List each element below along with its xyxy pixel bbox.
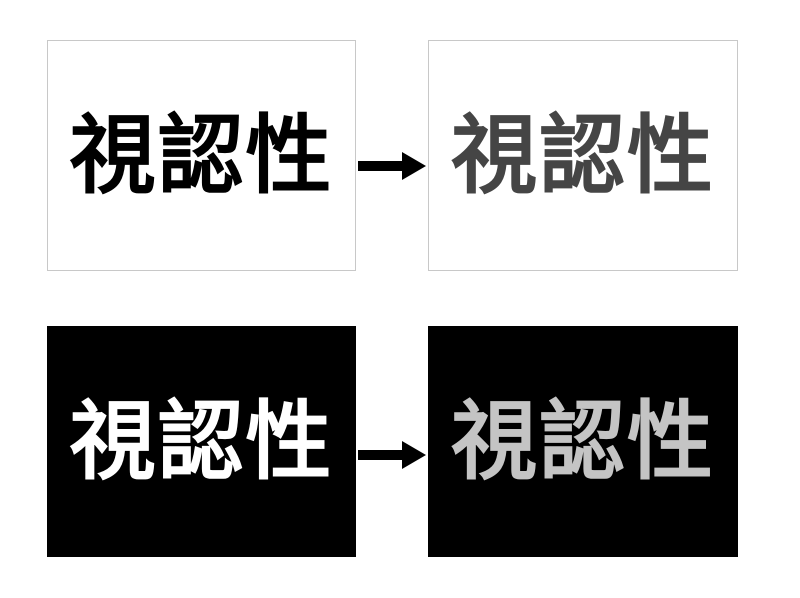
panel-bottom-right-black: 視認性 [428,326,738,557]
panel-bottom-left-black: 視認性 [47,326,356,557]
right-arrow-icon [358,441,426,469]
panel-top-right-white: 視認性 [428,40,738,271]
right-arrow-icon [358,152,426,180]
panel-top-left-white: 視認性 [47,40,356,271]
panel-bottom-left-text: 視認性 [69,391,334,492]
panel-top-right-text: 視認性 [451,105,715,206]
panel-top-left-text: 視認性 [69,105,334,206]
panel-bottom-right-text: 視認性 [451,391,715,492]
